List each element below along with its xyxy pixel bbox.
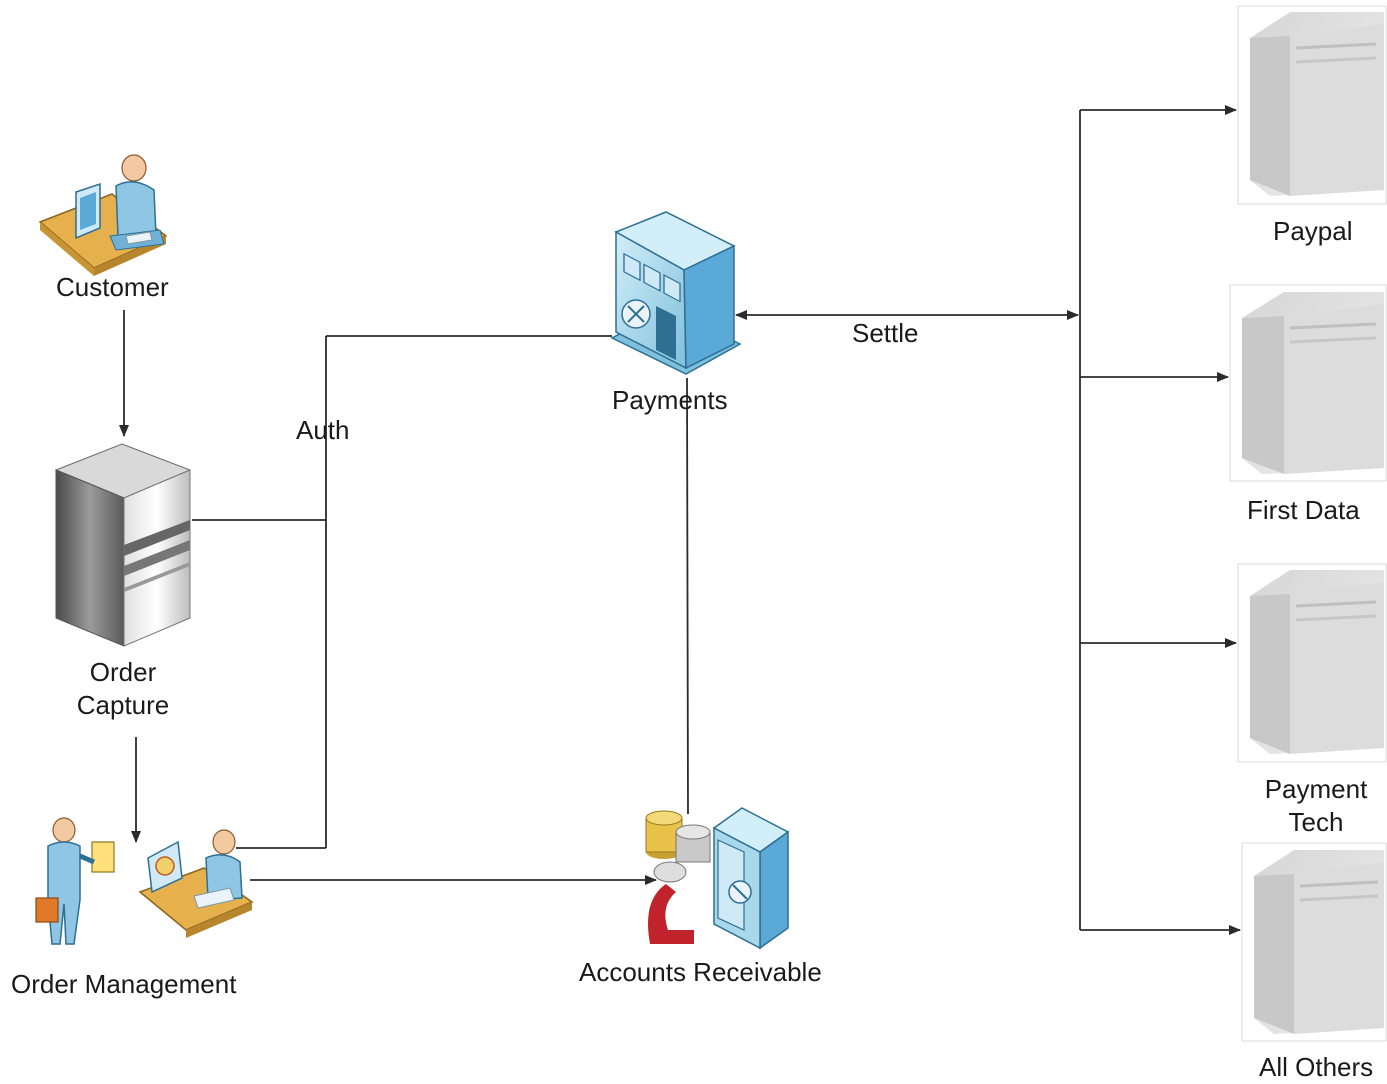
paypal-server-icon <box>1237 5 1387 205</box>
first-data-server-icon <box>1229 284 1387 482</box>
payment-tech-label-line1: Payment <box>1264 774 1368 804</box>
accounts-receivable-label: Accounts Receivable <box>579 957 822 987</box>
connectors <box>119 105 1241 935</box>
customer-icon <box>38 154 168 276</box>
order-capture-label: Order Capture <box>68 656 178 721</box>
payment-tech-label: Payment Tech <box>1256 773 1376 838</box>
payments-building-icon <box>610 211 742 375</box>
payment-tech-label-line2: Tech <box>1288 806 1344 837</box>
customer-label: Customer <box>56 272 169 302</box>
order-capture-label-line1: Order <box>89 657 157 687</box>
payments-label: Payments <box>612 385 728 415</box>
order-capture-server-icon <box>54 443 192 647</box>
paypal-label: Paypal <box>1273 216 1353 246</box>
order-management-label: Order Management <box>11 969 237 999</box>
first-data-label: First Data <box>1247 495 1360 525</box>
order-capture-label-line2: Capture <box>76 689 170 720</box>
all-others-server-icon <box>1241 842 1387 1042</box>
all-others-label: All Others <box>1259 1052 1374 1082</box>
settle-edge-label: Settle <box>852 318 919 348</box>
edge-payments-to-ar <box>686 377 689 815</box>
order-management-icon <box>35 817 254 945</box>
payment-tech-server-icon <box>1237 563 1387 763</box>
auth-edge-label: Auth <box>296 415 350 445</box>
accounts-receivable-icon <box>645 807 790 950</box>
